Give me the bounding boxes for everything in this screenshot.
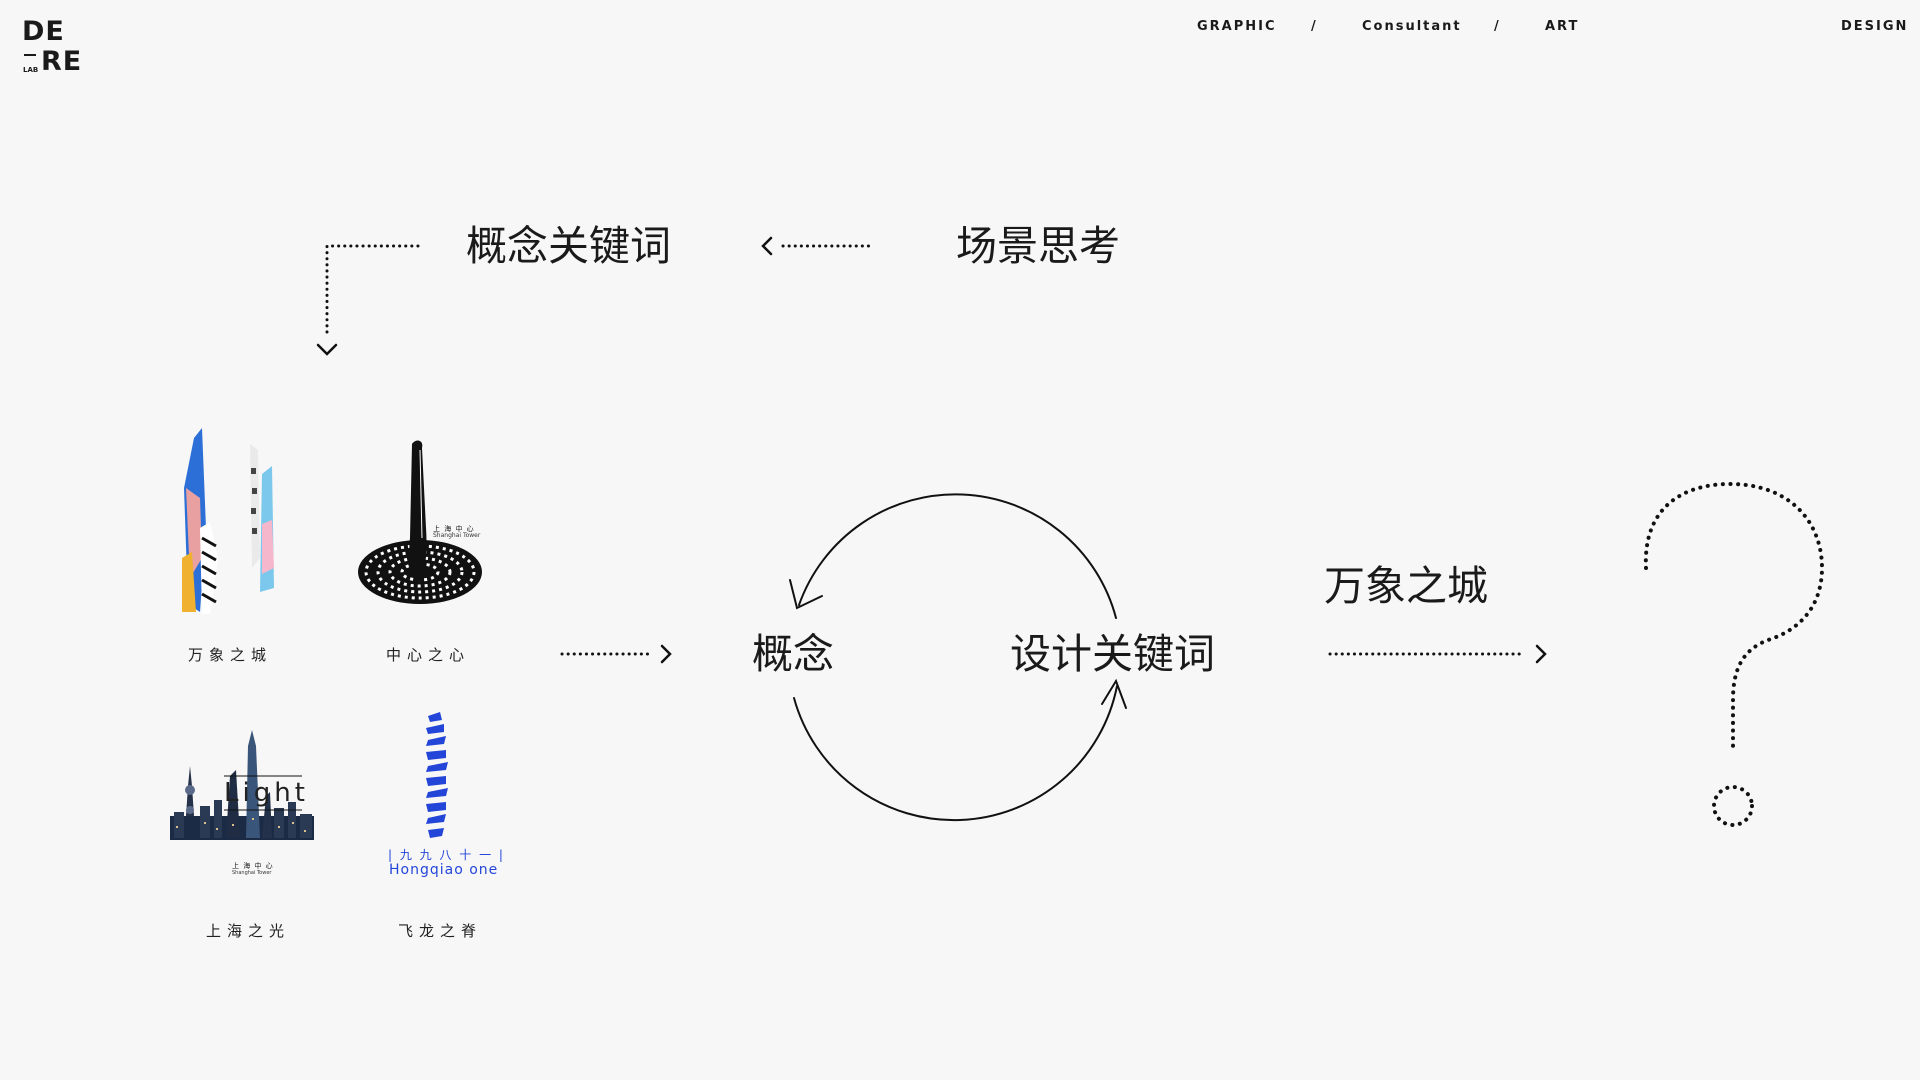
- dotted-connector: [325, 244, 420, 338]
- chevron-down-icon: [316, 343, 338, 356]
- work-overlay-text: Light: [224, 778, 309, 808]
- work-mini-sub: Hongqiao one: [389, 862, 499, 878]
- concept-label: 概念: [752, 630, 834, 678]
- nav-separator: /: [1311, 19, 1318, 34]
- concept-keywords-label: 概念关键词: [466, 222, 671, 270]
- work-mini-label: 上 海 中 心: [232, 862, 274, 870]
- logo[interactable]: DE RE LAB: [22, 18, 82, 76]
- question-mark-icon: [1643, 481, 1825, 754]
- work-caption: 中心之心: [386, 646, 471, 664]
- work-thumbnail-wanxiang[interactable]: [178, 428, 280, 616]
- work-mini-sub: Shanghai Tower: [232, 870, 272, 876]
- cycle-arrow-bottom: [793, 685, 1118, 822]
- work-mini-sub: Shanghai Tower: [433, 532, 481, 539]
- nav-graphic[interactable]: GRAPHIC: [1197, 19, 1277, 34]
- scenario-thinking-label: 场景思考: [956, 222, 1120, 270]
- logo-text-bottom: RE: [41, 46, 83, 77]
- work-thumbnail-shanghai-light[interactable]: [170, 726, 314, 862]
- logo-sub: LAB: [23, 66, 39, 74]
- work-thumbnail-zhongxin[interactable]: [356, 438, 486, 610]
- design-keywords-label: 设计关键词: [1010, 630, 1215, 678]
- chevron-right-icon: [1535, 644, 1547, 664]
- logo-dash: [24, 54, 36, 56]
- nav-design[interactable]: DESIGN: [1841, 19, 1909, 34]
- arrowhead-icon: [1101, 678, 1127, 709]
- chevron-left-icon: [761, 236, 773, 256]
- logo-text-top: DE: [22, 16, 65, 47]
- question-dot-icon: [1712, 785, 1754, 827]
- work-caption: 飞龙之脊: [398, 922, 483, 940]
- work-overlay-text: | 九 九 八 十 一 |: [388, 848, 505, 862]
- work-caption: 万象之城: [188, 646, 273, 664]
- nav-art[interactable]: ART: [1545, 19, 1580, 34]
- cycle-arrow-top: [798, 493, 1117, 619]
- chevron-right-icon: [660, 644, 672, 664]
- work-mini-label: 上 海 中 心: [433, 525, 475, 533]
- work-caption: 上海之光: [206, 922, 291, 940]
- nav-consultant[interactable]: Consultant: [1362, 19, 1462, 34]
- work-thumbnail-feilong[interactable]: [418, 712, 454, 842]
- arrowhead-icon: [789, 579, 823, 610]
- nav-separator: /: [1494, 19, 1501, 34]
- result-title: 万象之城: [1324, 562, 1488, 610]
